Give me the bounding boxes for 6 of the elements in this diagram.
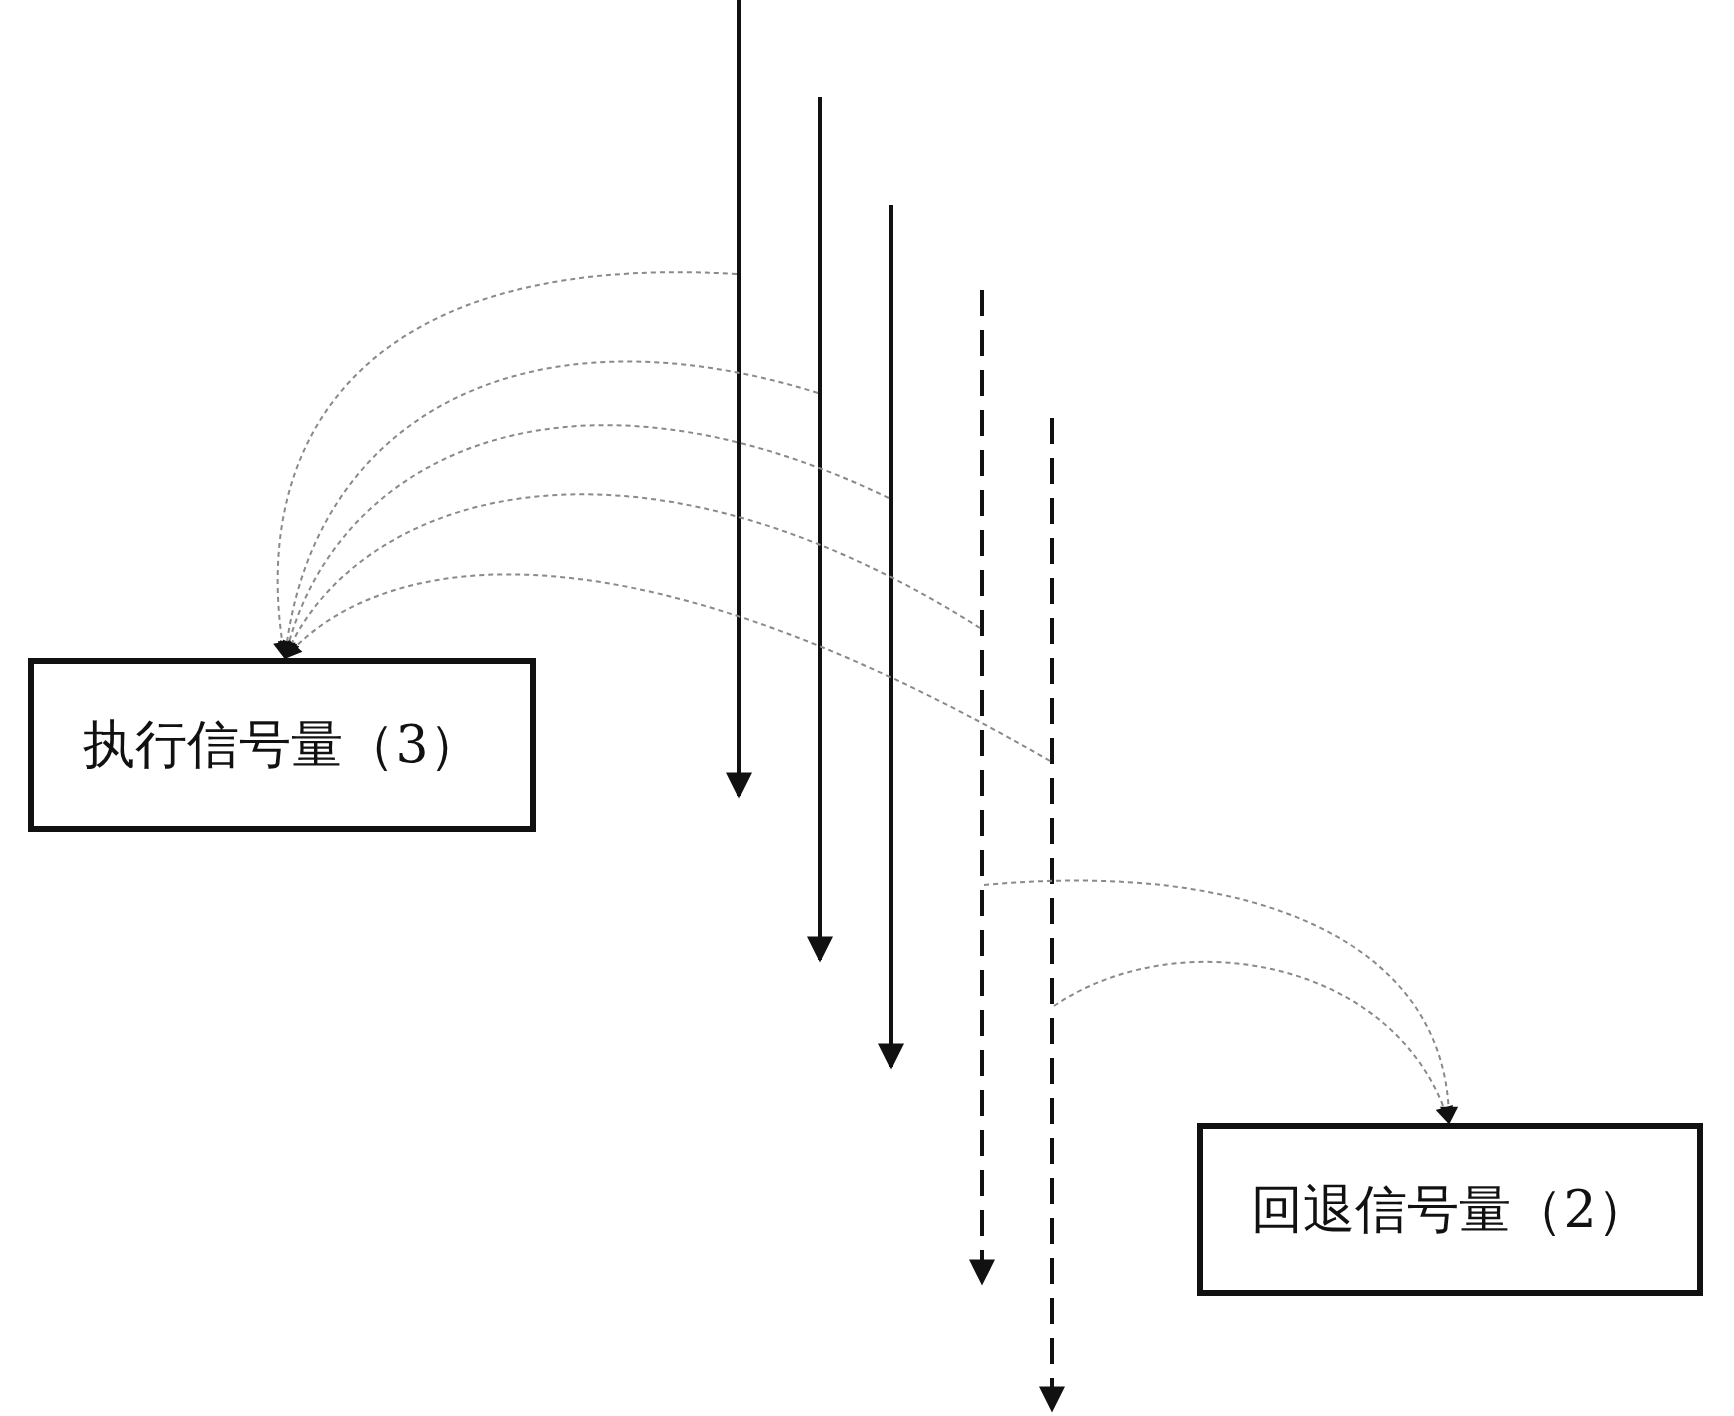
process-box: 回退信号量（2） [1197,1123,1703,1296]
dotted-arrow [273,271,738,660]
dotted-arrow [983,879,1457,1125]
dotted-arrow [1053,960,1452,1125]
dotted-arrow [283,573,1051,762]
process-box: 执行信号量（3） [28,658,536,832]
